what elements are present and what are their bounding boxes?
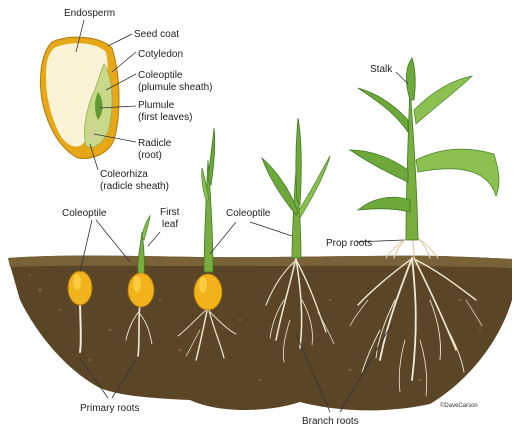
credit-text: ©DaveCarson xyxy=(440,402,478,409)
label-primary-roots: Primary roots xyxy=(80,403,139,414)
label-branch-roots: Branch roots xyxy=(302,416,359,427)
leaf-5e xyxy=(358,197,410,212)
label-coleorhiza-sub: (radicle sheath) xyxy=(100,181,169,192)
kernel-1 xyxy=(68,271,92,305)
leaf-5c xyxy=(350,150,408,182)
leaf-5d xyxy=(416,149,499,196)
primary-root-1 xyxy=(80,300,81,352)
label-seed-coat: Seed coat xyxy=(134,29,179,40)
label-stalk: Stalk xyxy=(370,64,393,75)
label-first-leaf: First xyxy=(160,207,180,218)
leaf-4b xyxy=(262,158,298,215)
label-prop-roots: Prop roots xyxy=(326,238,372,249)
kernel-3 xyxy=(194,274,222,310)
label-coleoptile-mid: Coleoptile xyxy=(226,208,271,219)
label-plumule-sub: (first leaves) xyxy=(138,112,192,123)
label-coleoptile-left: Coleoptile xyxy=(62,208,107,219)
leaf-4a xyxy=(296,118,301,205)
leaf-4c xyxy=(299,156,330,218)
kernel-2 xyxy=(128,273,154,307)
label-coleoptile-seed: Coleoptile xyxy=(138,70,183,81)
label-radicle: Radicle xyxy=(138,138,172,149)
label-endosperm: Endosperm xyxy=(64,8,115,19)
leaf-5a xyxy=(358,88,408,132)
label-cotyledon: Cotyledon xyxy=(138,49,183,60)
label-plumule: Plumule xyxy=(138,100,175,111)
label-coleoptile-seed-sub: (plumule sheath) xyxy=(138,82,212,93)
label-radicle-sub: (root) xyxy=(138,150,162,161)
leaf-5b xyxy=(414,76,472,124)
label-coleorhiza: Coleorhiza xyxy=(100,169,148,180)
seed-cross-section xyxy=(40,37,119,158)
label-first-leaf-sub: leaf xyxy=(162,219,178,230)
